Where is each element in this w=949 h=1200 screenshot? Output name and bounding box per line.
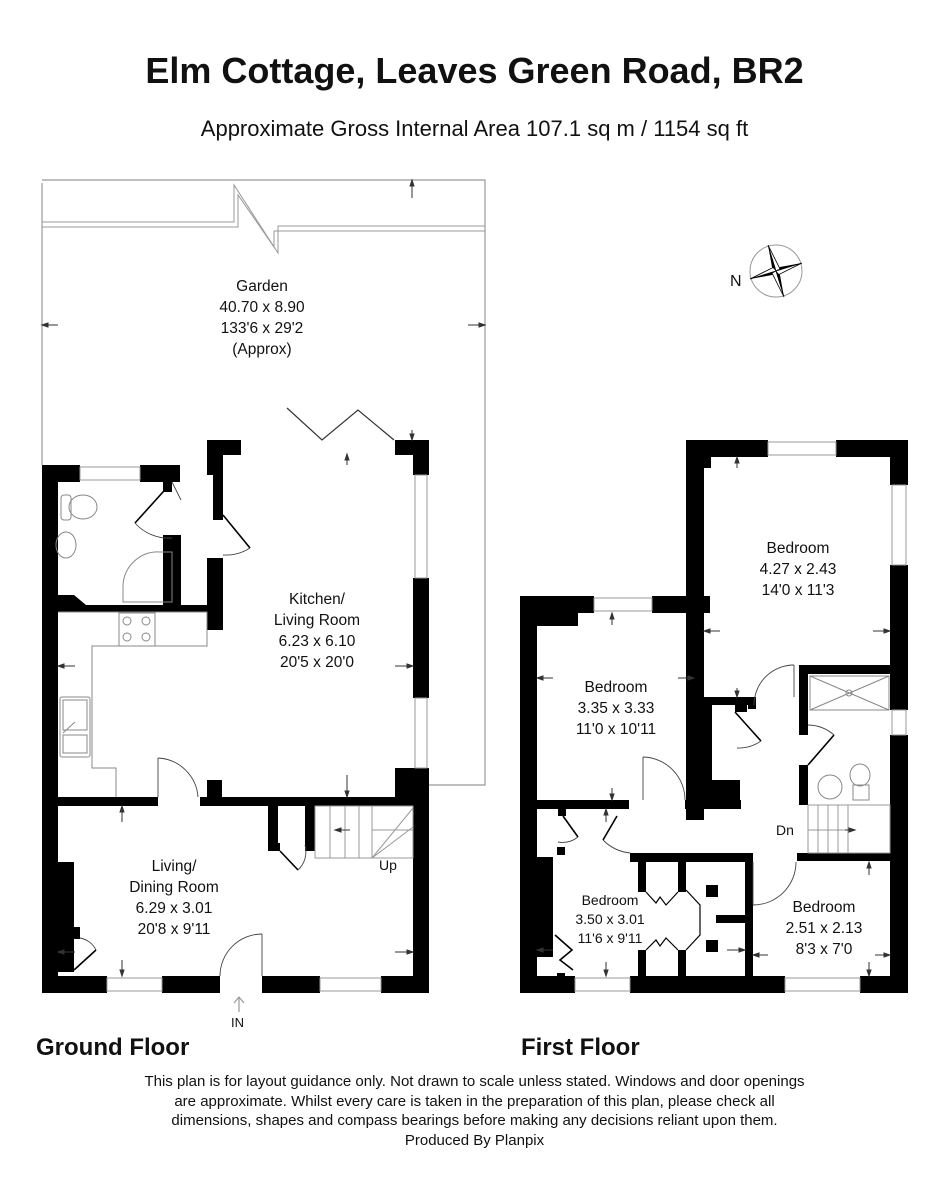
room-label-bedroom-1: Bedroom 4.27 x 2.43 14'0 x 11'3 <box>759 540 837 599</box>
first-floor-dimension-arrows <box>535 455 892 978</box>
kitchen-sink <box>59 696 91 758</box>
garden-outline <box>41 179 486 786</box>
ensuite-fittings <box>809 675 890 801</box>
stairs-down-label: Dn <box>776 822 794 838</box>
shower-tray <box>809 675 890 711</box>
room-label-bedroom-4: Bedroom 2.51 x 2.13 8'3 x 7'0 <box>785 899 863 958</box>
plan-title: Elm Cottage, Leaves Green Road, BR2 <box>145 50 804 91</box>
basin <box>55 531 77 559</box>
bifold-door <box>286 407 395 441</box>
room-label-living-dining: Living/ Dining Room 6.29 x 3.01 20'8 x 9… <box>129 858 219 938</box>
stairs-up-label: Up <box>379 857 397 873</box>
entrance-label: IN <box>231 1015 244 1030</box>
room-label-bedroom-3: Bedroom 3.50 x 3.01 11'6 x 9'11 <box>575 892 645 946</box>
compass-north-label: N <box>730 273 742 290</box>
shower-tray <box>122 551 173 603</box>
basin <box>817 774 843 800</box>
toilet <box>68 494 98 520</box>
first-floor-windows <box>574 441 907 992</box>
room-label-kitchen-living: Kitchen/ Living Room 6.23 x 6.10 20'5 x … <box>273 591 361 671</box>
ground-floor-walls <box>42 440 429 993</box>
hob <box>118 612 156 647</box>
room-label-bedroom-2: Bedroom 3.35 x 3.33 11'0 x 10'11 <box>575 679 657 738</box>
garden-dimension-arrows <box>40 178 487 328</box>
shower-room-fittings <box>55 494 173 603</box>
kitchen-fittings <box>58 611 208 797</box>
ground-floor-dimension-arrows <box>56 430 415 978</box>
room-label-garden: Garden 40.70 x 8.90 133'6 x 29'2 (Approx… <box>219 278 305 358</box>
toilet <box>849 763 871 787</box>
entrance-arrow-icon <box>233 996 245 1012</box>
first-floor-walls <box>520 440 908 993</box>
compass-rose-icon <box>749 244 803 298</box>
disclaimer: This plan is for layout guidance only. N… <box>144 1073 805 1149</box>
first-floor-stairs <box>807 804 891 854</box>
ground-floor-windows <box>79 466 428 992</box>
ground-floor-doors <box>73 481 307 977</box>
first-floor-label: First Floor <box>521 1034 640 1061</box>
gross-area: Approximate Gross Internal Area 107.1 sq… <box>200 116 749 141</box>
ground-floor-label: Ground Floor <box>36 1034 190 1061</box>
first-floor-doors <box>554 664 835 971</box>
ground-floor-stairs <box>314 805 414 859</box>
